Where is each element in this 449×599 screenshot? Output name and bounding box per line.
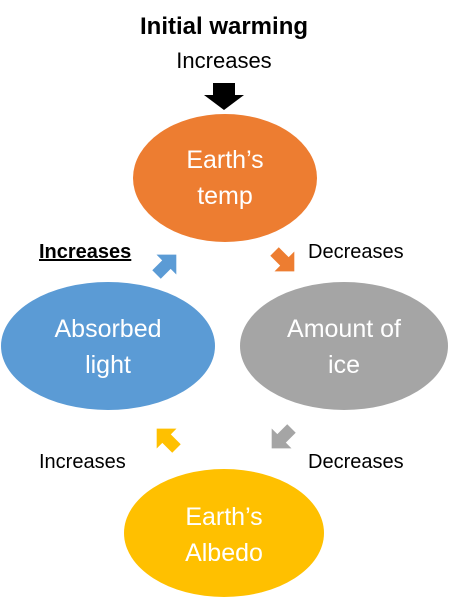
node-earth-temp-label-line1: Earth’s (186, 146, 263, 174)
node-earth-albedo-label-line1: Earth’s (185, 503, 262, 531)
edge-albedo-to-light-label: Increases (39, 451, 126, 473)
edge-temp-to-ice-arrow-icon (270, 247, 295, 272)
edge-ice-to-albedo-arrow-icon (271, 424, 296, 449)
node-amount-of-ice (240, 282, 448, 410)
edge-temp-to-ice-label: Decreases (308, 241, 404, 263)
diagram-title: Initial warming (140, 13, 308, 40)
edge-ice-to-albedo-label: Decreases (308, 451, 404, 473)
diagram-subtitle: Increases (176, 48, 271, 73)
node-absorbed-light-label-line2: light (85, 351, 131, 379)
node-absorbed-light-label-line1: Absorbed (54, 315, 161, 343)
node-amount-of-ice-label-line1: Amount of (287, 315, 401, 343)
node-earth-temp (133, 114, 317, 242)
edge-light-to-temp-arrow-icon (152, 254, 177, 279)
input-arrow-down-icon (204, 83, 244, 110)
node-earth-temp-label-line2: temp (197, 182, 253, 210)
node-absorbed-light (1, 282, 215, 410)
node-earth-albedo-label-line2: Albedo (185, 539, 263, 567)
node-amount-of-ice-label-line2: ice (328, 351, 360, 379)
edge-albedo-to-light-arrow-icon (156, 428, 181, 453)
node-earth-albedo (124, 469, 324, 597)
edge-light-to-temp-label: Increases (39, 241, 131, 263)
